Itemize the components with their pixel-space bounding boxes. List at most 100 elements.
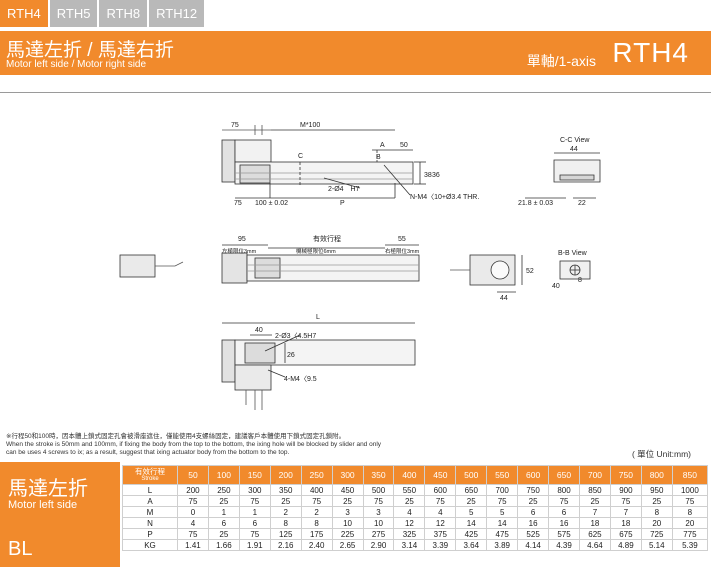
- dim-top-100: 100 ± 0.02: [255, 200, 288, 207]
- dim-cc-44: 44: [570, 146, 578, 153]
- table-cell: 2.65: [331, 539, 364, 551]
- table-cell: 25: [393, 495, 426, 507]
- bottom-view: [221, 322, 416, 410]
- stroke-column-header: 250: [300, 465, 333, 485]
- dim-bottom-l: L: [316, 314, 320, 321]
- table-cell: 325: [393, 528, 426, 540]
- page-subtitle: Motor left side / Motor right side: [6, 59, 147, 70]
- table-cell: 300: [238, 484, 271, 496]
- table-cell: 500: [362, 484, 395, 496]
- table-cell: 450: [331, 484, 364, 496]
- dim-bb-8: 8: [578, 277, 582, 284]
- table-cell: 5.14: [640, 539, 673, 551]
- table-cell: 2.40: [300, 539, 333, 551]
- table-cell: 675: [609, 528, 642, 540]
- table-cell: 600: [424, 484, 457, 496]
- dim-top-38: 38: [424, 172, 432, 179]
- table-cell: 275: [362, 528, 395, 540]
- table-cell: 20: [640, 517, 673, 529]
- table-cell: 75: [486, 495, 519, 507]
- row-label: A: [122, 495, 178, 507]
- table-cell: 3.14: [393, 539, 426, 551]
- table-cell: 8: [640, 506, 673, 518]
- top-view: [221, 125, 426, 199]
- table-cell: 2: [269, 506, 302, 518]
- table-cell: 3: [331, 506, 364, 518]
- table-cell: 1: [207, 506, 240, 518]
- stroke-column-header: 50: [177, 465, 209, 485]
- dim-top-pin-hole: 2-Ø4 H7: [328, 186, 360, 193]
- table-cell: 950: [640, 484, 673, 496]
- row-label: L: [122, 484, 178, 496]
- table-cell: 1.66: [207, 539, 240, 551]
- table-cell: 3.89: [486, 539, 519, 551]
- tab-rth4[interactable]: RTH4: [0, 0, 48, 27]
- table-cell: 400: [300, 484, 333, 496]
- table-cell: 75: [238, 495, 271, 507]
- stroke-column-header: 600: [517, 465, 550, 485]
- tab-rth8[interactable]: RTH8: [99, 0, 148, 27]
- table-cell: 16: [548, 517, 580, 529]
- table-cell: 2.90: [362, 539, 395, 551]
- dim-motor-52: 52: [526, 268, 534, 275]
- table-cell: 350: [269, 484, 302, 496]
- stroke-column-header: 450: [424, 465, 457, 485]
- stroke-column-header: 100: [207, 465, 240, 485]
- table-cell: 200: [177, 484, 209, 496]
- page-title: 馬達左折 / 馬達右折: [6, 40, 174, 61]
- table-cell: 425: [455, 528, 488, 540]
- table-cell: 175: [300, 528, 333, 540]
- dim-bottom-26: 26: [287, 352, 295, 359]
- unit-label: ( 單位 Unit:mm): [631, 449, 691, 459]
- table-cell: 4: [177, 517, 209, 529]
- dim-top-a: A: [380, 142, 385, 149]
- stroke-column-header: 150: [238, 465, 271, 485]
- table-cell: 8: [269, 517, 302, 529]
- dim-side-95: 95: [238, 236, 246, 243]
- stroke-column-header: 750: [609, 465, 642, 485]
- table-cell: 7: [578, 506, 611, 518]
- technical-drawing: 75 M*100 A 50 B C 38 36 2-Ø4 H7 75 100 ±…: [119, 122, 601, 410]
- spec-panel-code: BL: [8, 538, 33, 560]
- table-cell: 5: [455, 506, 488, 518]
- table-cell: 4.14: [517, 539, 550, 551]
- table-cell: 7: [609, 506, 642, 518]
- tab-rth5[interactable]: RTH5: [49, 0, 98, 27]
- table-cell: 18: [578, 517, 611, 529]
- table-cell: 10: [362, 517, 395, 529]
- table-cell: 625: [578, 528, 611, 540]
- stroke-column-header: 200: [269, 465, 302, 485]
- table-cell: 75: [671, 495, 709, 507]
- dim-top-b: B: [376, 154, 381, 161]
- stroke-header-cn: 有效行程: [135, 466, 165, 476]
- row-label: M: [122, 506, 178, 518]
- table-cell: 25: [517, 495, 550, 507]
- cc-view: [525, 152, 601, 199]
- table-cell: 700: [486, 484, 519, 496]
- table-cell: 10: [331, 517, 364, 529]
- stroke-header-en: Stroke: [141, 475, 159, 482]
- table-cell: 725: [640, 528, 673, 540]
- table-cell: 900: [609, 484, 642, 496]
- table-cell: 800: [548, 484, 580, 496]
- stroke-column-header: 800: [640, 465, 673, 485]
- cc-view-label: C-C View: [560, 137, 590, 144]
- table-cell: 1.91: [238, 539, 271, 551]
- tab-rth12[interactable]: RTH12: [149, 0, 205, 27]
- table-cell: 375: [424, 528, 457, 540]
- table-cell: 4: [393, 506, 426, 518]
- dim-side-left-limit: 左極限位3mm: [222, 247, 257, 255]
- table-cell: 75: [238, 528, 271, 540]
- dim-top-thread: N-M4〈10+Ø3.4 THR.: [410, 193, 479, 201]
- table-cell: 1: [238, 506, 271, 518]
- table-cell: 25: [269, 495, 302, 507]
- table-cell: 750: [517, 484, 550, 496]
- dim-side-right-limit: 右極限位3mm: [385, 247, 420, 255]
- table-cell: 3.39: [424, 539, 457, 551]
